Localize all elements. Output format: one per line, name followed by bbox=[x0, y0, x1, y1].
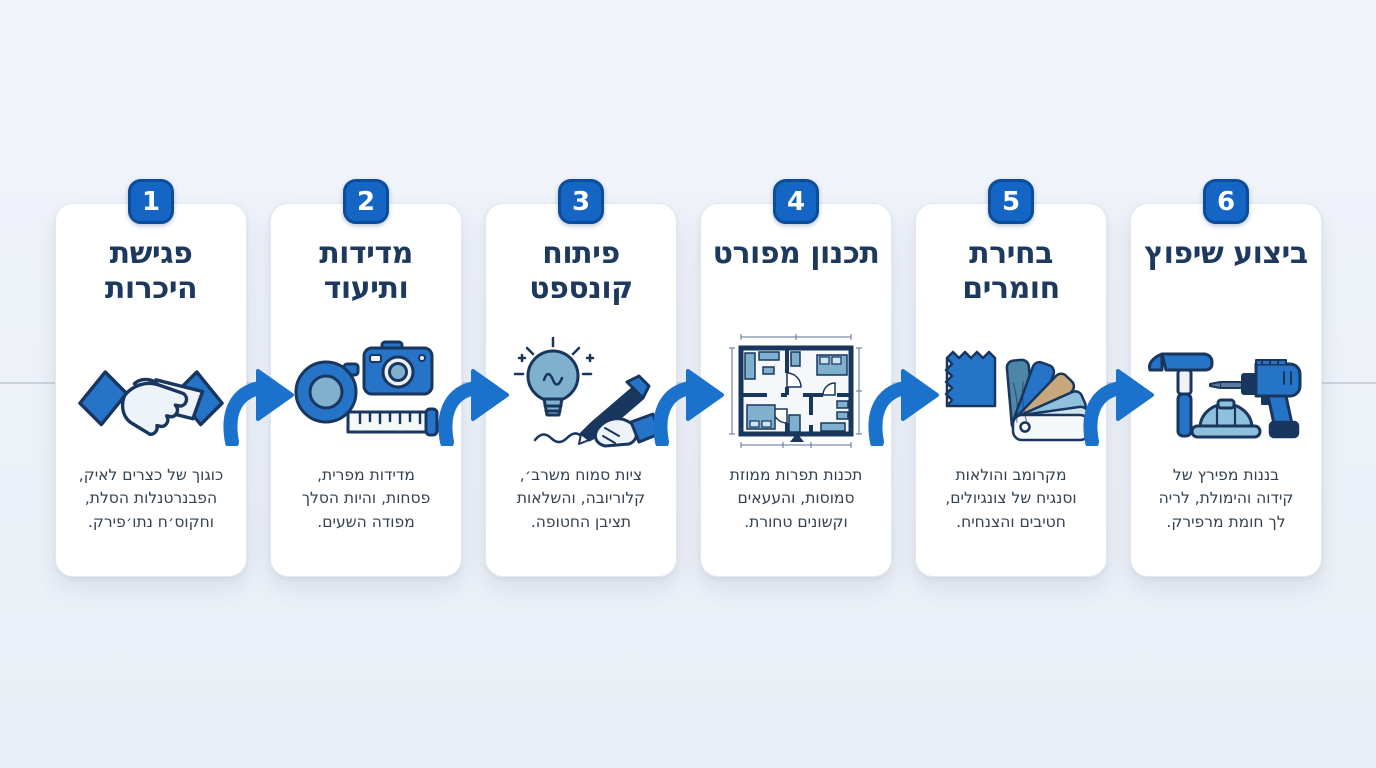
step-description: מקרומב והולאות וסנגיח של צונגיולים, חטיב… bbox=[945, 466, 1077, 531]
fabric-swatch bbox=[944, 350, 997, 408]
step-card-3: 3 פיתוח קונספט bbox=[485, 179, 677, 577]
step-number-badge: 6 bbox=[1203, 179, 1249, 224]
step-number-badge: 5 bbox=[988, 179, 1034, 224]
step-title: בחירת חומרים bbox=[962, 236, 1060, 306]
step-description: מדידות מפרית, פסחות, והיות הסלך מפודה הש… bbox=[301, 466, 431, 531]
step-description: בננות מפירץ של קידוה והימולת, לריה לך חו… bbox=[1158, 466, 1294, 531]
step-number-badge: 1 bbox=[128, 179, 174, 224]
tools-icon bbox=[1148, 352, 1302, 439]
floor-plan-icon bbox=[729, 334, 862, 448]
arrow-icon bbox=[868, 369, 939, 446]
step-title: מדידות ותיעוד bbox=[319, 236, 413, 306]
arrow-icon bbox=[653, 369, 724, 446]
step-description: תכנות תפרות ממוזת סמוסות, והעעאים וקשוני… bbox=[729, 466, 863, 531]
step-title: פיתוח קונספט bbox=[529, 236, 633, 306]
lightbulb-sketch-icon bbox=[513, 336, 661, 448]
step-number-badge: 4 bbox=[773, 179, 819, 224]
step-card-1: 1 פגישת היכרות כוגוך של כצרים לאיק, הפבנ… bbox=[55, 179, 247, 577]
step-number-badge: 3 bbox=[558, 179, 604, 224]
step-card-4: 4 תכנון מפורט bbox=[700, 179, 892, 577]
arrow-icon bbox=[223, 369, 294, 446]
step-number-badge: 2 bbox=[343, 179, 389, 224]
tape-measure-camera-icon bbox=[294, 340, 439, 437]
step-card-5: 5 בחירת חומרים מקרומב והולאות וסנגי bbox=[915, 179, 1107, 577]
handshake-icon bbox=[78, 370, 224, 437]
material-swatches-icon bbox=[944, 350, 1091, 442]
arrow-icon bbox=[438, 369, 509, 446]
step-description: כוגוך של כצרים לאיק, הפבנרטנלות הסלת, וח… bbox=[78, 466, 224, 531]
step-title: ביצוע שיפוץ bbox=[1144, 236, 1308, 271]
step-title: תכנון מפורט bbox=[712, 236, 880, 271]
step-card-2: 2 מדידות ותיעוד bbox=[270, 179, 462, 577]
arrow-icon bbox=[1083, 369, 1154, 446]
step-card-6: 6 ביצוע שיפוץ bbox=[1130, 179, 1322, 577]
step-description: ציות סמוח משרב׳, קלוריובה, והשלאות תציבן… bbox=[516, 466, 646, 531]
step-title: פגישת היכרות bbox=[104, 236, 198, 306]
